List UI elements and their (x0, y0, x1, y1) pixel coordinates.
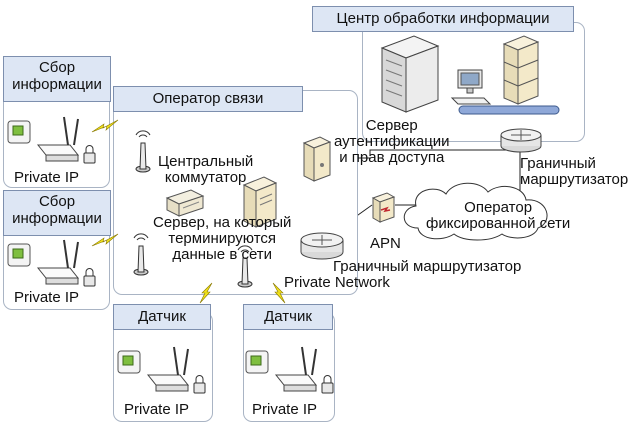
border-router-label-line1: Граничный (520, 155, 596, 172)
sensor-title-1: Датчик (113, 304, 211, 330)
auth-server-icon (302, 136, 332, 182)
collector-title-line1: Сбор (38, 59, 76, 76)
border-router-label-line2: маршрутизатор (520, 170, 629, 188)
apn-label: APN (370, 235, 401, 252)
operator-title: Оператор связи (113, 86, 303, 112)
terminating-server-label-line1: Сервер, на который (153, 214, 292, 231)
cloud-icon (403, 182, 548, 241)
collector-ip-2: Private IP (14, 289, 80, 306)
operator-border-router-label: Граничный маршрутизатор (333, 258, 522, 275)
antenna-icon (237, 245, 253, 288)
collector-title-line2: информации (12, 209, 102, 227)
collector-title-2: Сбор информации (3, 190, 111, 236)
network-bus-icon (458, 105, 560, 115)
antenna-icon (133, 233, 149, 276)
building-icon (380, 35, 440, 113)
lightning-icon (91, 119, 119, 133)
server-icon (242, 176, 278, 228)
terminating-server-label-line3: данные в сети (172, 245, 273, 263)
central-switch-label-line2: коммутатор (164, 168, 247, 186)
central-switch-label: Центральный коммутатор (158, 154, 253, 186)
fixed-operator-label: Оператор фиксированной сети (426, 200, 570, 232)
fixed-operator-label-line1: Оператор (464, 199, 533, 216)
server-rack-icon (502, 35, 540, 105)
auth-server-label-line1: Сервер (365, 117, 418, 134)
apn-icon (371, 192, 396, 223)
sensor-ip-2: Private IP (252, 401, 318, 418)
collector-ip-1: Private IP (14, 169, 80, 186)
antenna-icon (135, 130, 151, 173)
auth-server-label-line3: и прав доступа (339, 148, 445, 166)
collector-title-1: Сбор информации (3, 56, 111, 102)
collector-title-line2: информации (12, 75, 102, 93)
border-router-label: Граничный маршрутизатор (520, 156, 628, 188)
sensor-ip-1: Private IP (124, 401, 190, 418)
central-switch-label-line1: Центральный (158, 153, 254, 170)
terminating-server-label-line2: терминируются (168, 229, 277, 247)
modem-icon (245, 346, 334, 394)
private-network-label: Private Network (284, 274, 390, 291)
workstation-icon (450, 69, 492, 105)
lightning-icon (272, 282, 286, 304)
fixed-operator-label-line2: фиксированной сети (426, 214, 571, 232)
auth-server-label: Сервер аутентификации и прав доступа (334, 118, 450, 165)
processing-center-title: Центр обработки информации (312, 6, 574, 32)
lightning-icon (91, 233, 119, 247)
modem-icon (117, 346, 206, 394)
terminating-server-label: Сервер, на который терминируются данные … (153, 215, 291, 262)
sensor-title-2: Датчик (243, 304, 333, 330)
switch-icon (165, 189, 205, 217)
modem-icon (7, 239, 96, 287)
operator-frame (113, 90, 358, 295)
collector-title-line1: Сбор (38, 193, 76, 210)
router-icon (300, 232, 344, 260)
lightning-icon (199, 282, 213, 304)
router-to-auth-line (369, 149, 520, 155)
auth-server-label-line2: аутентификации (334, 132, 450, 150)
modem-icon (7, 116, 96, 164)
router-icon (500, 128, 542, 153)
